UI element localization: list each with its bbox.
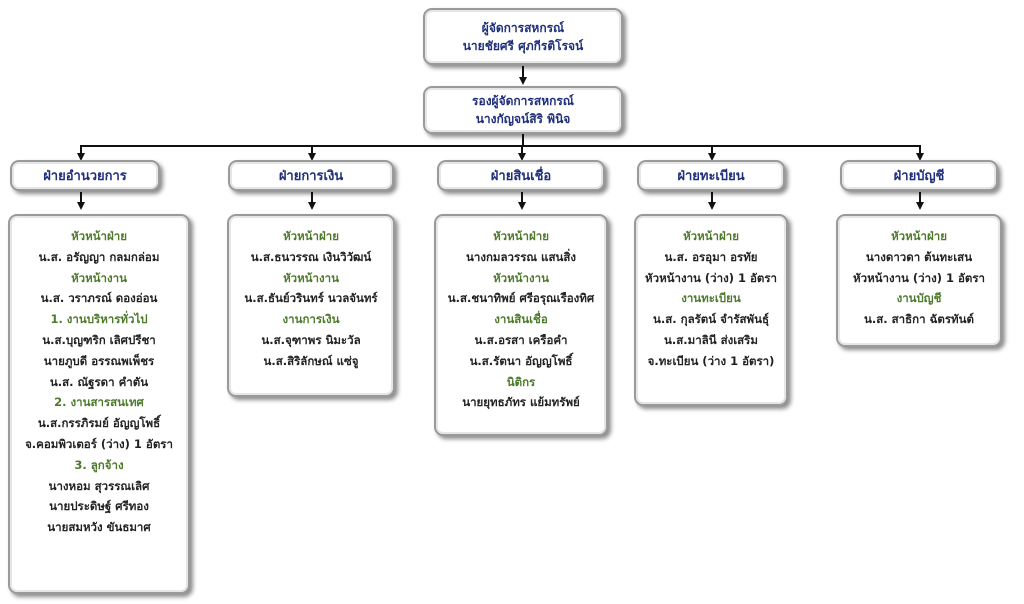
section-label: 1. งานบริหารทั่วไป (50, 312, 148, 327)
manager-name: นายชัยศรี ศุภกีรติโรจน์ (462, 38, 584, 53)
staff-entry: น.ส. อรอุมา อรทัย (664, 249, 758, 264)
connector-dept-card-2 (521, 192, 523, 204)
dept-name: ฝ่ายทะเบียน (677, 169, 745, 184)
staff-entry: น.ส. วราภรณ์ ดองอ่อน (40, 291, 158, 306)
staff-entry: น.ส.รัตนา อัญญโพธิ์ (469, 353, 573, 368)
dept-name: ฝ่ายอำนวยการ (43, 169, 127, 184)
arrow-to-dept-3 (708, 153, 716, 161)
deputy-name: นางกัญจน์สิริ พินิจ (475, 112, 571, 126)
connector-dept-card-0 (80, 192, 82, 204)
staff-entry: นางกมลวรรณ แสนสิ่ง (466, 249, 576, 264)
deputy-box: รองผู้จัดการสหกรณ์ นางกัญจน์สิริ พินิจ (423, 86, 623, 134)
dept-card-administration: หัวหน้าฝ่ายน.ส. อรัญญา กลมกล่อมหัวหน้างา… (8, 214, 190, 594)
dept-header-finance: ฝ่ายการเงิน (228, 160, 394, 191)
connector-to-dept-4 (919, 145, 921, 155)
connector-to-dept-3 (711, 145, 713, 155)
section-label: หัวหน้าฝ่าย (891, 229, 947, 243)
arrow-to-dept-4 (916, 153, 924, 161)
section-label: หัวหน้างาน (71, 270, 127, 285)
connector-to-dept-2 (521, 145, 523, 155)
connector-dept-card-4 (919, 192, 921, 204)
section-label: หัวหน้างาน (493, 270, 549, 285)
staff-entry: น.ส. อรัญญา กลมกล่อม (38, 249, 160, 264)
arrow-to-card-2 (518, 202, 526, 210)
staff-entry: น.ส.ชนาทิพย์ ศรีอรุณเรืองทิศ (447, 291, 595, 306)
section-label: หัวหน้าฝ่าย (493, 229, 549, 243)
arrow-to-card-1 (308, 202, 316, 210)
dept-name: ฝ่ายสินเชื่อ (490, 169, 552, 184)
section-label: 2. งานสารสนเทศ (54, 395, 144, 410)
connector-horizontal-bus (80, 145, 921, 147)
staff-entry: หัวหน้างาน (ว่าง) 1 อัตรา (645, 270, 777, 285)
staff-entry: น.ส. สาธิกา ฉัตรทันต์ (864, 312, 974, 327)
dept-card-credit: หัวหน้าฝ่ายนางกมลวรรณ แสนสิ่งหัวหน้างานน… (434, 214, 608, 436)
dept-header-accounting: ฝ่ายบัญชี (840, 160, 998, 191)
connector-to-dept-1 (311, 145, 313, 155)
section-label: งานบัญชี (896, 291, 942, 306)
dept-header-credit: ฝ่ายสินเชื่อ (437, 160, 605, 191)
arrow-to-dept-0 (77, 153, 85, 161)
section-label: หัวหน้าฝ่าย (683, 229, 739, 243)
staff-entry: น.ส. ณัฐรดา คำตัน (49, 374, 149, 389)
staff-entry: น.ส.ธนวรรณ เงินวิวัฒน์ (250, 249, 372, 264)
connector-dept-card-1 (311, 192, 313, 204)
staff-entry: น.ส.กรรภิรมย์ อัญญโพธิ์ (37, 416, 161, 431)
dept-header-administration: ฝ่ายอำนวยการ (10, 160, 160, 191)
staff-entry: น.ส.สิริลักษณ์ แซ่จู (263, 353, 359, 368)
dept-name: ฝ่ายบัญชี (893, 169, 945, 184)
connector-to-dept-0 (80, 145, 82, 155)
staff-entry: นางหอม สุวรรณเลิศ (48, 478, 150, 493)
section-label: งานทะเบียน (681, 291, 741, 306)
staff-entry: น.ส. กุลรัตน์ จำรัสพันธุ์ (653, 312, 769, 327)
arrow-to-dept-2 (518, 153, 526, 161)
staff-entry: น.ส.จุฑาพร นิมะวัล (261, 332, 361, 347)
arrow-to-card-4 (916, 202, 924, 210)
connector-deputy-trunk (522, 133, 524, 146)
section-label: หัวหน้างาน (283, 270, 339, 285)
staff-entry: น.ส.อรสา เครือคำ (474, 332, 568, 347)
staff-entry: น.ส.บุญฑริก เลิศปรีชา (42, 332, 156, 347)
connector-dept-card-3 (711, 192, 713, 204)
arrow-to-card-3 (708, 202, 716, 210)
connector-manager-deputy (522, 66, 524, 80)
dept-card-finance: หัวหน้าฝ่ายน.ส.ธนวรรณ เงินวิวัฒน์หัวหน้า… (227, 214, 395, 397)
staff-entry: หัวหน้างาน (ว่าง) 1 อัตรา (853, 270, 985, 285)
staff-entry: นายประดิษฐ์ ศรีทอง (49, 499, 149, 514)
staff-entry: นางดาวดา ต้นทะเสน (865, 249, 973, 264)
manager-box: ผู้จัดการสหกรณ์ นายชัยศรี ศุภกีรติโรจน์ (423, 8, 623, 65)
staff-entry: นายภูบดี อรรณพเพ็ชร (43, 353, 155, 368)
manager-title: ผู้จัดการสหกรณ์ (481, 20, 565, 35)
section-label: งานสินเชื่อ (494, 312, 548, 327)
dept-header-registration: ฝ่ายทะเบียน (637, 160, 785, 191)
staff-entry: จ.คอมพิวเตอร์ (ว่าง) 1 อัตรา (25, 436, 173, 451)
staff-entry: จ.ทะเบียน (ว่าง 1 อัตรา) (647, 353, 775, 368)
arrow-to-deputy (519, 77, 527, 85)
dept-card-accounting: หัวหน้าฝ่ายนางดาวดา ต้นทะเสนหัวหน้างาน (… (836, 214, 1002, 347)
section-label: หัวหน้าฝ่าย (71, 229, 127, 243)
arrow-to-card-0 (77, 202, 85, 210)
section-label: 3. ลูกจ้าง (74, 457, 124, 472)
staff-entry: นายสมหวัง ขันธมาศ (47, 520, 151, 535)
section-label: หัวหน้าฝ่าย (283, 229, 339, 243)
staff-entry: น.ส.มาลินี ส่งเสริม (664, 332, 758, 347)
arrow-to-dept-1 (308, 153, 316, 161)
dept-name: ฝ่ายการเงิน (278, 169, 344, 184)
section-label: งานการเงิน (282, 312, 340, 327)
dept-card-registration: หัวหน้าฝ่ายน.ส. อรอุมา อรทัยหัวหน้างาน (… (634, 214, 788, 406)
staff-entry: นายยุทธภัทร แย้มทรัพย์ (462, 395, 580, 410)
staff-entry: น.ส.ธันย์วรินทร์ นวลจันทร์ (244, 291, 378, 306)
deputy-title: รองผู้จัดการสหกรณ์ (472, 94, 574, 108)
section-label: นิติกร (506, 374, 536, 389)
